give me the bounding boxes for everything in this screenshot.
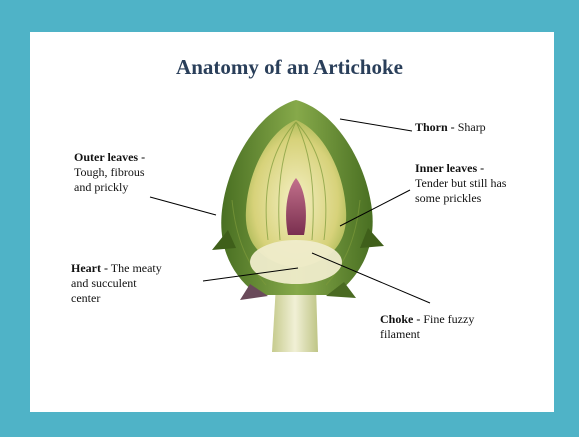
choke-label: Choke - Fine fuzzy filament <box>380 312 474 342</box>
choke-desc-2: filament <box>380 327 420 341</box>
outer-leaves-term: Outer leaves - <box>74 150 145 164</box>
stem <box>272 285 318 352</box>
inner-leaves-desc-1: Tender but still has <box>415 176 506 190</box>
choke-desc-1: Fine fuzzy <box>423 312 474 326</box>
heart-desc-1: The meaty <box>111 261 162 275</box>
outer-leaves-desc-2: and prickly <box>74 180 128 194</box>
choke-term: Choke - <box>380 312 420 326</box>
outer-leaves-desc-1: Tough, fibrous <box>74 165 145 179</box>
thorn-leader <box>340 119 412 131</box>
heart <box>250 240 342 284</box>
heart-desc-2: and succulent <box>71 276 137 290</box>
heart-desc-3: center <box>71 291 100 305</box>
outer-leaves-label: Outer leaves - Tough, fibrous and prickl… <box>74 150 145 195</box>
inner-leaves-label: Inner leaves - Tender but still has some… <box>415 161 506 206</box>
thorn-label: Thorn - Sharp <box>415 120 486 135</box>
heart-term: Heart - <box>71 261 108 275</box>
inner-leaves-desc-2: some prickles <box>415 191 481 205</box>
inner-leaves-term: Inner leaves - <box>415 161 484 175</box>
thorn-term: Thorn - <box>415 120 455 134</box>
thorn-desc: Sharp <box>458 120 486 134</box>
heart-label: Heart - The meaty and succulent center <box>71 261 162 306</box>
outer-leaves-leader <box>150 197 216 215</box>
